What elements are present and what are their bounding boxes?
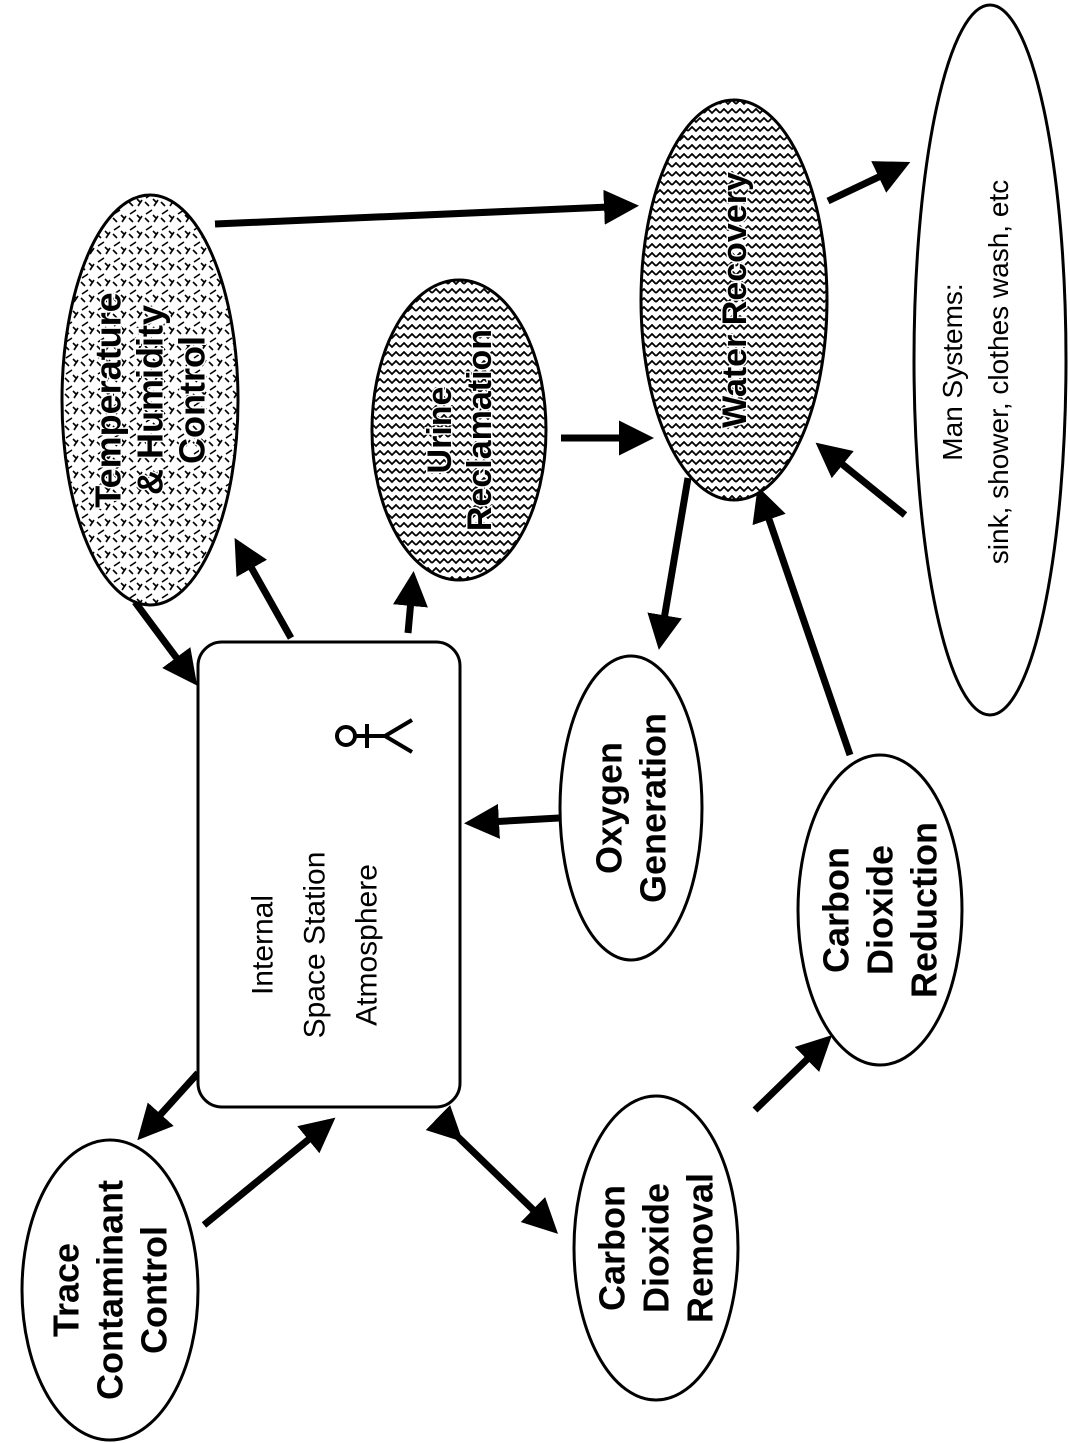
label-line: sink, shower, clothes wash, etc: [983, 180, 1014, 564]
arrow-trace-to-atmosphere: [201, 1117, 336, 1228]
label-line: Carbon: [816, 847, 857, 973]
trace-contaminant-label: TraceContaminantControl: [46, 1180, 175, 1400]
temperature-humidity-control-node: Temperature& HumidityControl: [60, 193, 240, 607]
label-line: Dioxide: [860, 845, 901, 975]
label-line: Control: [172, 336, 213, 464]
label-line: Water Recovery: [716, 172, 754, 428]
oxygen-generation-label: OxygenGeneration: [589, 713, 674, 903]
label-line: Carbon: [592, 1185, 633, 1311]
label-line: Reclamation: [461, 329, 499, 531]
oxygen-generation-shape: [558, 654, 704, 962]
arrow-atmosphere-to-temperature: [234, 537, 295, 640]
label-line: Contaminant: [90, 1180, 131, 1400]
label-line: Space Station: [299, 852, 332, 1039]
water-recovery-node: Water Recovery: [639, 98, 829, 502]
man-systems-shape: [912, 3, 1068, 717]
urine-reclamation-shape: [370, 278, 548, 582]
label-line: Atmosphere: [351, 864, 384, 1026]
carbon-dioxide-reduction-label: CarbonDioxideReduction: [816, 822, 945, 998]
arrow-temperature-to-water: [214, 189, 639, 228]
oxygen-generation-node: OxygenGeneration: [558, 654, 704, 962]
temperature-humidity-shape: [60, 193, 240, 607]
water-recovery-shape: [639, 98, 829, 502]
arrow-oxygen-to-atmosphere: [464, 803, 560, 839]
label-line: Dioxide: [636, 1183, 677, 1313]
man-systems-label: Man Systems: sink, shower, clothes wash, …: [937, 180, 1014, 564]
label-line: Internal: [247, 895, 280, 995]
label-line: Reduction: [904, 822, 945, 998]
man-systems-node: Man Systems: sink, shower, clothes wash, …: [912, 3, 1068, 717]
trace-contaminant-shape: [20, 1138, 200, 1442]
carbon-dioxide-reduction-shape: [796, 753, 964, 1067]
arrow-water-to-mansystems: [826, 161, 911, 205]
internal-space-station-atmosphere-node: Internal Space Station Atmosphere: [196, 640, 462, 1109]
carbon-dioxide-removal-label: CarbonDioxideRemoval: [592, 1173, 721, 1323]
label-line: Removal: [680, 1173, 721, 1323]
arrow-temperature-to-atmosphere: [132, 599, 198, 686]
arrow-co2removal-to-co2reduction: [752, 1035, 833, 1113]
atmosphere-label: Internal Space Station Atmosphere: [247, 852, 384, 1039]
urine-reclamation-label: UrineReclamation: [421, 329, 499, 531]
label-line: Man Systems:: [937, 283, 968, 460]
arrow-atmosphere-to-co2removal: [425, 1104, 559, 1234]
carbon-dioxide-removal-node: CarbonDioxideRemoval: [572, 1094, 740, 1402]
arrow-atmosphere-to-trace: [137, 1070, 201, 1141]
label-line: Control: [134, 1226, 175, 1354]
arrow-atmosphere-to-urine: [393, 571, 428, 634]
label-line: & Humidity: [130, 305, 171, 495]
label-line: Temperature: [88, 292, 129, 507]
arrow-water-to-oxygen: [647, 477, 692, 650]
label-line: Oxygen: [589, 742, 630, 874]
label-line: Trace: [46, 1243, 87, 1337]
label-line: Generation: [633, 713, 674, 903]
crew-member-icon: [335, 718, 414, 754]
urine-reclamation-node: UrineReclamation: [370, 278, 548, 582]
trace-contaminant-control-node: TraceContaminantControl: [20, 1138, 200, 1442]
temperature-humidity-label: Temperature& HumidityControl: [88, 292, 213, 507]
carbon-dioxide-removal-shape: [572, 1094, 740, 1402]
arrow-mansystems-to-water: [815, 442, 908, 518]
arrow-co2reduction-to-water: [752, 486, 854, 757]
carbon-dioxide-reduction-node: CarbonDioxideReduction: [796, 753, 964, 1067]
label-line: Urine: [421, 387, 459, 474]
edge-layer: [132, 161, 911, 1234]
water-recovery-label: Water Recovery: [716, 172, 754, 428]
